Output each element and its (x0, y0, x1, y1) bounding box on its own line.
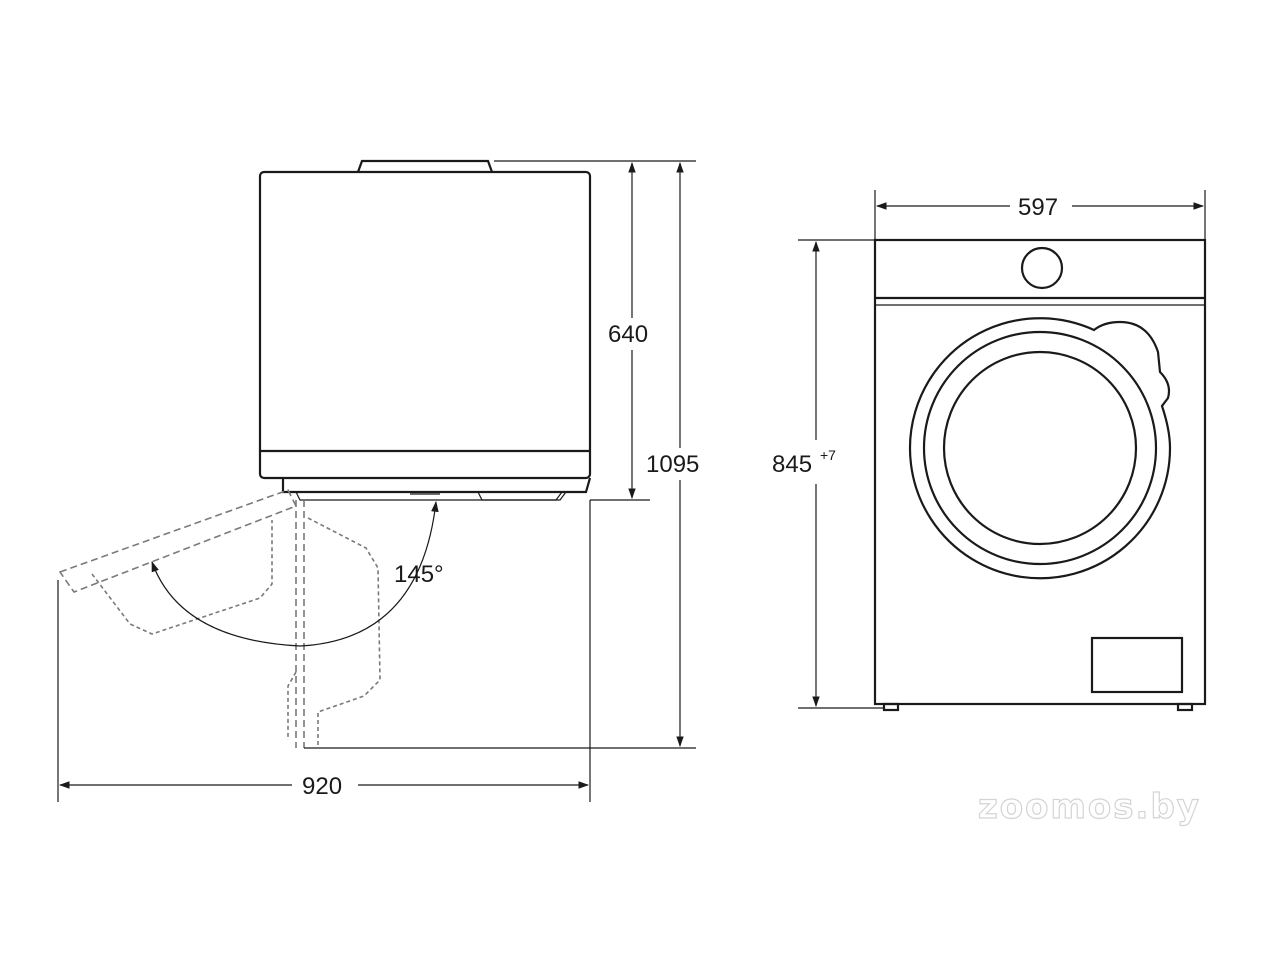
door-glass (942, 350, 1138, 546)
open-door-inner (91, 520, 273, 635)
door-ring (922, 330, 1158, 566)
hinge-ghost (287, 671, 297, 740)
dim-845-label: 845 (772, 451, 812, 478)
dim-597-label: 597 (1018, 194, 1058, 221)
top-view-base (281, 477, 592, 494)
dim-920-label: 920 (302, 773, 342, 800)
front-view-body (873, 238, 1207, 706)
top-view: 145° 640 1095 920 (57, 159, 699, 802)
top-view-body (258, 170, 592, 480)
filter-hatch (1090, 636, 1184, 694)
front-view: 597 845 +7 (772, 190, 1207, 712)
dim-1095-label: 1095 (646, 451, 699, 478)
door-angle-label: 145° (394, 561, 444, 588)
foot-left (882, 702, 900, 712)
dim-845-tolerance: +7 (820, 447, 836, 463)
top-view-lid-handle (356, 159, 494, 173)
door-closed-ghost (307, 517, 381, 748)
dim-640-label: 640 (608, 321, 648, 348)
door-swing-line (295, 500, 305, 748)
door-angle-arc (151, 500, 439, 647)
foot-right (1176, 702, 1194, 712)
top-view-door-edge (295, 491, 567, 501)
program-knob (1020, 246, 1064, 290)
top-view-door-bulge (477, 491, 563, 501)
open-door-outer (58, 489, 298, 593)
door-outer-ring (908, 317, 1172, 580)
watermark: zoomos.by (978, 787, 1201, 827)
